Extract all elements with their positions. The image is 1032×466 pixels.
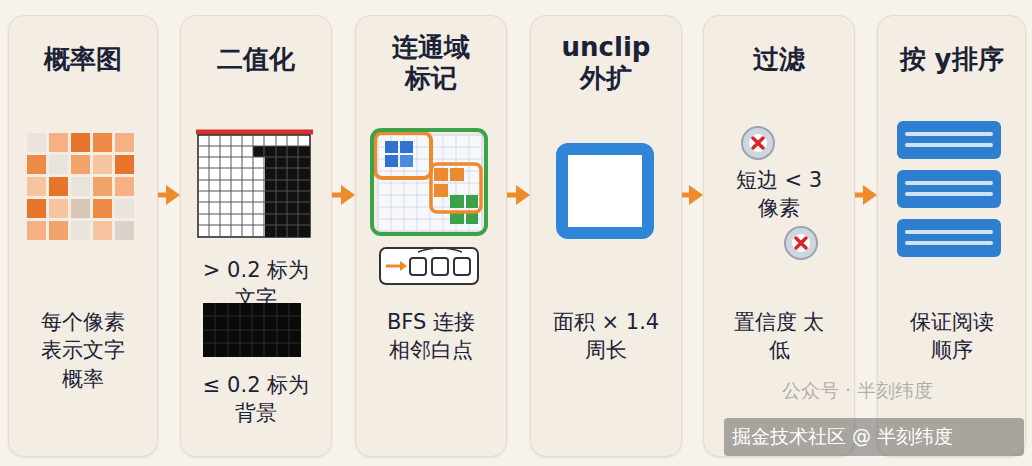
panel-text: 面积 × 1.4 周长 <box>551 308 661 365</box>
step-panel: 概率图每个像素 表示文字 概率 <box>8 15 158 457</box>
panel-title: 连通域 标记 <box>376 32 486 93</box>
panel-text: 保证阅读 顺序 <box>902 308 1002 365</box>
panel-text: BFS 连接 相邻白点 <box>376 308 486 365</box>
panel-title: 二值化 <box>191 44 321 75</box>
flow-arrow <box>855 185 877 205</box>
flow-arrow <box>507 185 530 205</box>
flow-arrow <box>158 185 180 205</box>
step-panel: 连通域 标记 BFS 连接 相邻白点 <box>355 15 507 457</box>
panel-title: 过滤 <box>714 44 844 75</box>
watermark: 公众号 · 半刻纬度 <box>782 378 933 404</box>
step-panel: 二值化 > 0.2 标为文字 ≤ 0.2 标为背景 <box>180 15 332 457</box>
panel-title: unclip 外扩 <box>551 32 661 93</box>
panel-text: 每个像素 表示文字 概率 <box>33 308 133 393</box>
panel-text: > 0.2 标为文字 <box>196 256 316 313</box>
panel-text: 置信度 太低 <box>729 308 829 365</box>
flow-arrow <box>332 185 355 205</box>
panel-text: ≤ 0.2 标为背景 <box>196 371 316 428</box>
panel-text: 短边 < 3 像素 <box>729 166 829 223</box>
watermark: 掘金技术社区 @ 半刻纬度 <box>732 424 953 450</box>
step-panel: unclip 外扩面积 × 1.4 周长 <box>530 15 682 457</box>
panel-title: 按 y排序 <box>887 44 1017 75</box>
panel-title: 概率图 <box>18 44 148 75</box>
flow-arrow <box>682 185 703 205</box>
